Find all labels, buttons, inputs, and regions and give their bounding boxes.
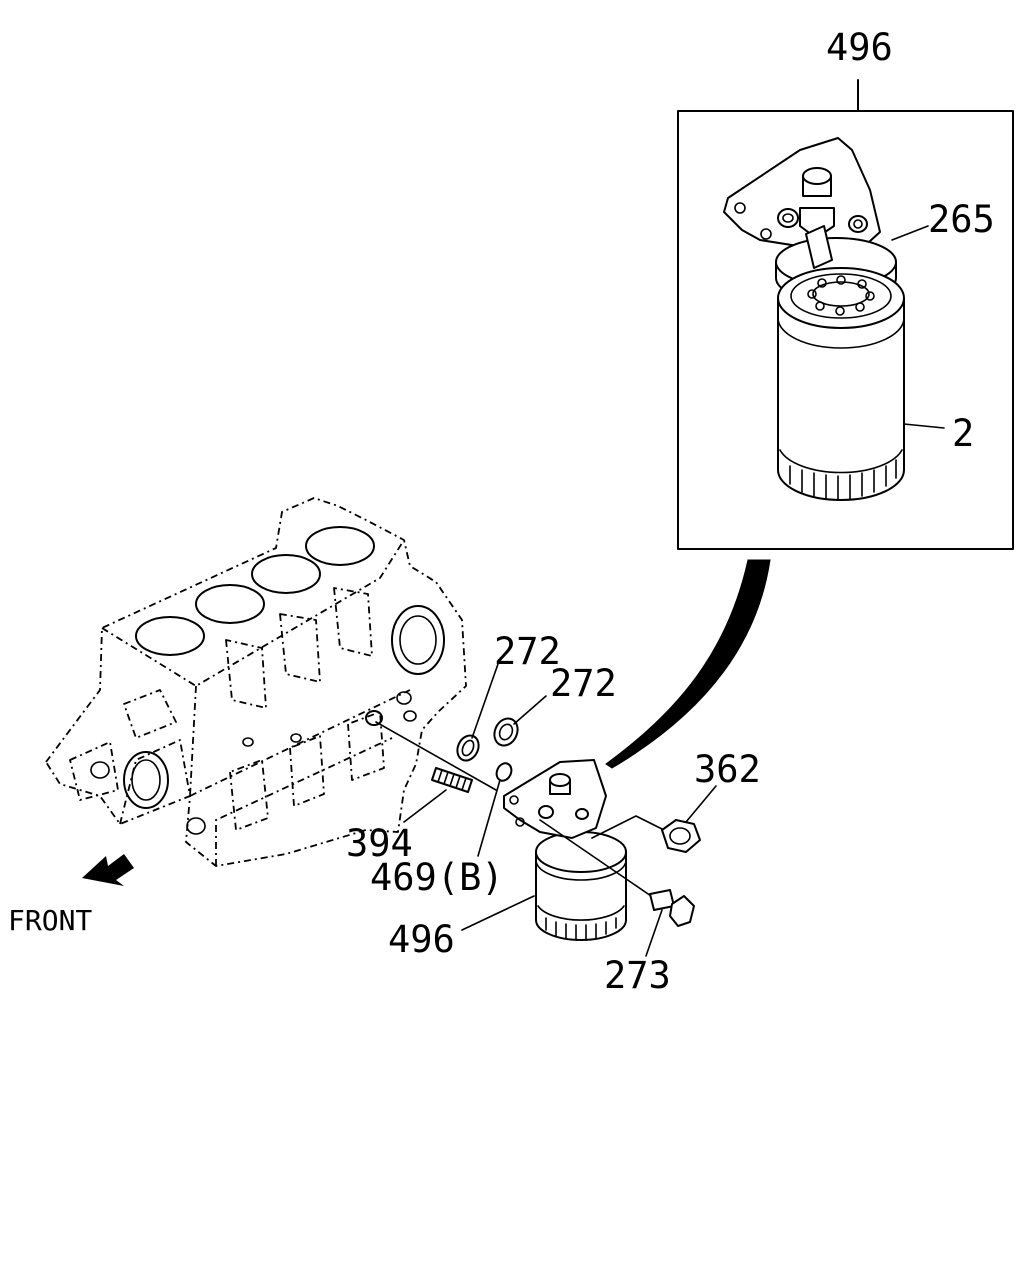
callout-curve — [605, 559, 771, 769]
inset-filter-element — [777, 267, 905, 501]
o-ring-272-upper — [456, 734, 480, 762]
label-469b: 469(B) — [370, 856, 504, 899]
o-ring-469b — [495, 762, 513, 782]
nut-leader-line — [591, 815, 665, 839]
bolt-273 — [649, 889, 695, 927]
inset-box — [677, 79, 1014, 550]
engine-block — [45, 497, 467, 867]
filter-assembly — [503, 759, 627, 941]
mount-leader-line — [375, 721, 497, 791]
nut-362 — [661, 819, 701, 853]
label-362: 362 — [694, 748, 761, 791]
label-394: 394 — [346, 822, 413, 865]
label-496-assembly: 496 — [388, 918, 455, 961]
leader-lines — [403, 225, 945, 957]
label-496-inset: 496 — [826, 26, 893, 69]
label-272-right: 272 — [550, 662, 617, 705]
bolt-leader-line — [539, 819, 655, 899]
o-ring-272-right — [493, 717, 519, 747]
front-label: FRONT — [8, 904, 92, 937]
label-265: 265 — [928, 198, 995, 241]
label-2: 2 — [952, 412, 974, 455]
label-272-upper: 272 — [494, 630, 561, 673]
stud-394 — [431, 767, 473, 793]
front-arrow — [82, 854, 134, 886]
label-273: 273 — [604, 954, 671, 997]
